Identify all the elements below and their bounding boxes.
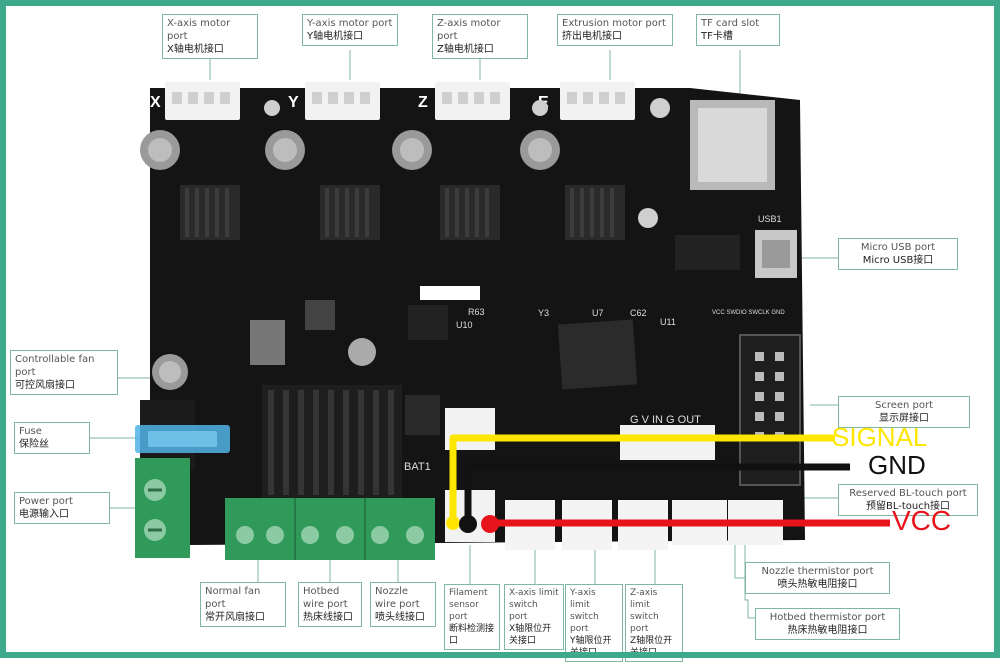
- x-motor-connector: [165, 82, 240, 120]
- callout-hotbed-thermistor-port: Hotbed thermistor port 热床热敏电阻接口: [755, 608, 900, 640]
- stepper-heatsinks: [180, 185, 625, 240]
- callout-zh: X轴电机接口: [167, 44, 224, 55]
- callout-zh: 可控风扇接口: [15, 380, 75, 391]
- callout-zh: 电源输入口: [19, 509, 69, 520]
- silk-screen-pins: G V IN G OUT: [630, 414, 701, 426]
- callout-en: Micro USB port: [860, 242, 936, 253]
- callout-y-motor-port: Y-axis motor port Y轴电机接口: [302, 14, 398, 46]
- callout-x-limit-switch-port: X-axis limit switch port X轴限位开关接口: [504, 584, 564, 650]
- callout-en: Y-axis motor port: [307, 18, 393, 29]
- callout-zh: Y轴限位开关接口: [570, 636, 612, 658]
- e-motor-connector: [560, 82, 635, 120]
- silk-r63: R63: [468, 307, 485, 317]
- callout-nozzle-wire-port: Nozzle wire port 喷头线接口: [370, 582, 436, 627]
- callout-en: Extrusion motor port: [562, 18, 666, 29]
- callout-en: X-axis motor port: [167, 18, 231, 42]
- callout-fuse: Fuse 保险丝: [14, 422, 90, 454]
- silk-u11: U11: [660, 317, 676, 327]
- callout-zh: TF卡槽: [701, 31, 733, 42]
- callout-y-limit-switch-port: Y-axis limit switch port Y轴限位开关接口: [565, 584, 623, 662]
- callout-en: Fuse: [19, 426, 42, 437]
- axis-letter-y: Y: [288, 94, 299, 111]
- axis-letter-x: X: [150, 94, 161, 111]
- callout-bl-touch-port: Reserved BL-touch port 预留BL-touch接口: [838, 484, 978, 516]
- signal-wire-label: SIGNAL: [832, 422, 928, 452]
- callout-zh: 断料检测接口: [449, 624, 495, 646]
- callout-zh: 挤出电机接口: [562, 31, 622, 42]
- silk-c62: C62: [630, 308, 647, 318]
- callout-zh: Z轴限位开关接口: [630, 636, 673, 658]
- callout-en: Z-axis motor port: [437, 18, 501, 42]
- callout-zh: 预留BL-touch接口: [865, 501, 951, 512]
- mosfet-heatsink: [262, 385, 440, 500]
- callout-tf-card-slot: TF card slot TF卡槽: [696, 14, 780, 46]
- callout-filament-sensor-port: Filament sensor port 断料检测接口: [444, 584, 500, 650]
- vcc-wire-label: VCC: [892, 505, 952, 536]
- callout-extrusion-motor-port: Extrusion motor port 挤出电机接口: [557, 14, 673, 46]
- callout-nozzle-thermistor-port: Nozzle thermistor port 喷头热敏电阻接口: [745, 562, 890, 594]
- callout-en: Reserved BL-touch port: [849, 488, 967, 499]
- callout-zh: 保险丝: [19, 439, 49, 450]
- callout-zh: Y轴电机接口: [307, 31, 364, 42]
- callout-en: Nozzle thermistor port: [761, 566, 874, 577]
- callout-zh: 喷头热敏电阻接口: [777, 579, 858, 590]
- callout-normal-fan-port: Normal fan port 常开风扇接口: [200, 582, 286, 627]
- callout-zh: X轴限位开关接口: [509, 624, 552, 646]
- silk-y3: Y3: [538, 308, 549, 318]
- silk-u7: U7: [592, 308, 604, 318]
- callout-en: X-axis limit switch port: [509, 588, 559, 622]
- callout-hotbed-wire-port: Hotbed wire port 热床线接口: [298, 582, 362, 627]
- callout-en: Z-axis limit switch port: [630, 588, 659, 634]
- callout-en: TF card slot: [701, 18, 760, 29]
- z-motor-connector: [435, 82, 510, 120]
- y-motor-connector: [305, 82, 380, 120]
- gnd-wire-label: GND: [868, 450, 926, 480]
- callout-en: Hotbed thermistor port: [769, 612, 886, 623]
- callout-zh: Z轴电机接口: [437, 44, 494, 55]
- callout-screen-port: Screen port 显示屏接口: [838, 396, 970, 428]
- ics: [250, 235, 740, 390]
- callout-en: Screen port: [874, 400, 934, 411]
- callout-en: Hotbed wire port: [303, 586, 348, 610]
- callout-controllable-fan-port: Controllable fan port 可控风扇接口: [10, 350, 118, 395]
- callout-en: Power port: [19, 496, 73, 507]
- power-terminal: [135, 458, 190, 558]
- silk-usb: USB1: [758, 214, 782, 224]
- tf-card-slot: [690, 100, 775, 190]
- callout-zh: 显示屏接口: [879, 413, 929, 424]
- callout-zh: 热床热敏电阻接口: [787, 625, 868, 636]
- callout-en: Controllable fan port: [15, 354, 95, 378]
- bl-touch-wiring: [446, 434, 890, 533]
- callout-zh: 热床线接口: [303, 612, 353, 623]
- callout-zh: Micro USB接口: [862, 255, 934, 266]
- callout-en: Filament sensor port: [449, 588, 488, 622]
- callout-zh: 喷头线接口: [375, 612, 425, 623]
- callout-en: Normal fan port: [205, 586, 261, 610]
- screen-header: [739, 334, 801, 486]
- silk-header-pins: VCC SWDIO SWCLK GND: [712, 310, 785, 316]
- callout-zh: 常开风扇接口: [205, 612, 265, 623]
- silk-bat: BAT1: [404, 461, 431, 473]
- callout-en: Nozzle wire port: [375, 586, 420, 610]
- signal-wire: [449, 434, 835, 520]
- silk-u10: U10: [456, 320, 473, 330]
- axis-letter-z: Z: [418, 94, 428, 111]
- capacitors: [140, 98, 670, 390]
- output-terminals: [225, 498, 435, 560]
- gnd-wire: [464, 463, 850, 522]
- callout-en: Y-axis limit switch port: [570, 588, 599, 634]
- callout-micro-usb-port: Micro USB port Micro USB接口: [838, 238, 958, 270]
- silkscreen: G V IN G OUT USB1 VCC SWDIO SWCLK GND U1…: [404, 214, 785, 473]
- callout-z-limit-switch-port: Z-axis limit switch port Z轴限位开关接口: [625, 584, 683, 662]
- bl-touch-connector: [620, 425, 715, 460]
- callout-z-motor-port: Z-axis motor port Z轴电机接口: [432, 14, 528, 59]
- callout-power-port: Power port 电源输入口: [14, 492, 110, 524]
- callout-x-motor-port: X-axis motor port X轴电机接口: [162, 14, 258, 59]
